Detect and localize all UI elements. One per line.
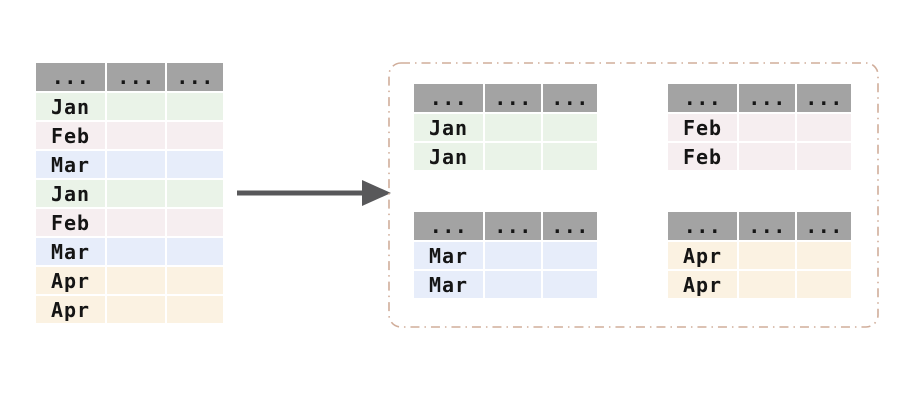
value-cell	[167, 209, 223, 236]
arrow-right-icon	[237, 180, 391, 206]
group-table-header-row: ... ... ...	[668, 84, 851, 112]
value-cell	[543, 143, 597, 170]
value-cell	[485, 242, 541, 269]
group-table-feb: ... ... ... Feb Feb	[668, 84, 851, 170]
table-row: Jan	[414, 143, 597, 170]
column-header-cell: ...	[485, 84, 541, 112]
table-row: Mar	[36, 151, 223, 178]
month-cell: Apr	[668, 271, 737, 298]
source-table: ... ... ... Jan Feb Mar Jan Feb	[36, 63, 223, 323]
value-cell	[107, 238, 165, 265]
table-row: Mar	[414, 242, 597, 269]
month-cell: Feb	[36, 122, 105, 149]
value-cell	[739, 271, 795, 298]
column-header-cell: ...	[36, 63, 105, 91]
month-cell: Apr	[668, 242, 737, 269]
column-header-cell: ...	[414, 84, 483, 112]
value-cell	[107, 122, 165, 149]
value-cell	[167, 296, 223, 323]
value-cell	[107, 93, 165, 120]
table-row: Feb	[36, 122, 223, 149]
group-table-header-row: ... ... ...	[414, 212, 597, 240]
value-cell	[107, 151, 165, 178]
table-row: Jan	[414, 114, 597, 141]
column-header-cell: ...	[797, 212, 851, 240]
value-cell	[739, 114, 795, 141]
column-header-cell: ...	[543, 212, 597, 240]
table-row: Jan	[36, 93, 223, 120]
value-cell	[543, 242, 597, 269]
column-header-cell: ...	[739, 84, 795, 112]
value-cell	[167, 122, 223, 149]
column-header-cell: ...	[797, 84, 851, 112]
column-header-cell: ...	[107, 63, 165, 91]
value-cell	[167, 180, 223, 207]
month-cell: Apr	[36, 296, 105, 323]
month-cell: Apr	[36, 267, 105, 294]
table-row: Feb	[668, 143, 851, 170]
value-cell	[485, 271, 541, 298]
month-cell: Jan	[414, 143, 483, 170]
value-cell	[543, 114, 597, 141]
value-cell	[797, 242, 851, 269]
table-row: Apr	[668, 242, 851, 269]
value-cell	[107, 267, 165, 294]
column-header-cell: ...	[668, 212, 737, 240]
value-cell	[797, 114, 851, 141]
value-cell	[167, 93, 223, 120]
source-table-header-row: ... ... ...	[36, 63, 223, 91]
table-row: Feb	[36, 209, 223, 236]
value-cell	[107, 296, 165, 323]
table-row: Jan	[36, 180, 223, 207]
value-cell	[485, 143, 541, 170]
table-row: Mar	[414, 271, 597, 298]
month-cell: Mar	[414, 242, 483, 269]
value-cell	[485, 114, 541, 141]
dashed-border	[388, 62, 879, 328]
column-header-cell: ...	[485, 212, 541, 240]
month-cell: Mar	[36, 151, 105, 178]
table-row: Mar	[36, 238, 223, 265]
column-header-cell: ...	[543, 84, 597, 112]
column-header-cell: ...	[668, 84, 737, 112]
value-cell	[797, 143, 851, 170]
group-table-header-row: ... ... ...	[668, 212, 851, 240]
column-header-cell: ...	[414, 212, 483, 240]
value-cell	[167, 151, 223, 178]
month-cell: Feb	[668, 114, 737, 141]
month-cell: Feb	[668, 143, 737, 170]
group-table-apr: ... ... ... Apr Apr	[668, 212, 851, 298]
month-cell: Jan	[36, 180, 105, 207]
value-cell	[167, 238, 223, 265]
value-cell	[739, 242, 795, 269]
column-header-cell: ...	[739, 212, 795, 240]
month-cell: Mar	[414, 271, 483, 298]
table-row: Apr	[36, 267, 223, 294]
value-cell	[107, 209, 165, 236]
column-header-cell: ...	[167, 63, 223, 91]
groups-panel: ... ... ... Jan Jan ... ... ...	[388, 62, 879, 328]
group-table-header-row: ... ... ...	[414, 84, 597, 112]
month-cell: Mar	[36, 238, 105, 265]
value-cell	[797, 271, 851, 298]
group-table-mar: ... ... ... Mar Mar	[414, 212, 597, 298]
group-table-jan: ... ... ... Jan Jan	[414, 84, 597, 170]
table-row: Apr	[36, 296, 223, 323]
month-cell: Jan	[414, 114, 483, 141]
value-cell	[167, 267, 223, 294]
table-row: Apr	[668, 271, 851, 298]
value-cell	[739, 143, 795, 170]
value-cell	[107, 180, 165, 207]
month-cell: Jan	[36, 93, 105, 120]
value-cell	[543, 271, 597, 298]
month-cell: Feb	[36, 209, 105, 236]
table-row: Feb	[668, 114, 851, 141]
